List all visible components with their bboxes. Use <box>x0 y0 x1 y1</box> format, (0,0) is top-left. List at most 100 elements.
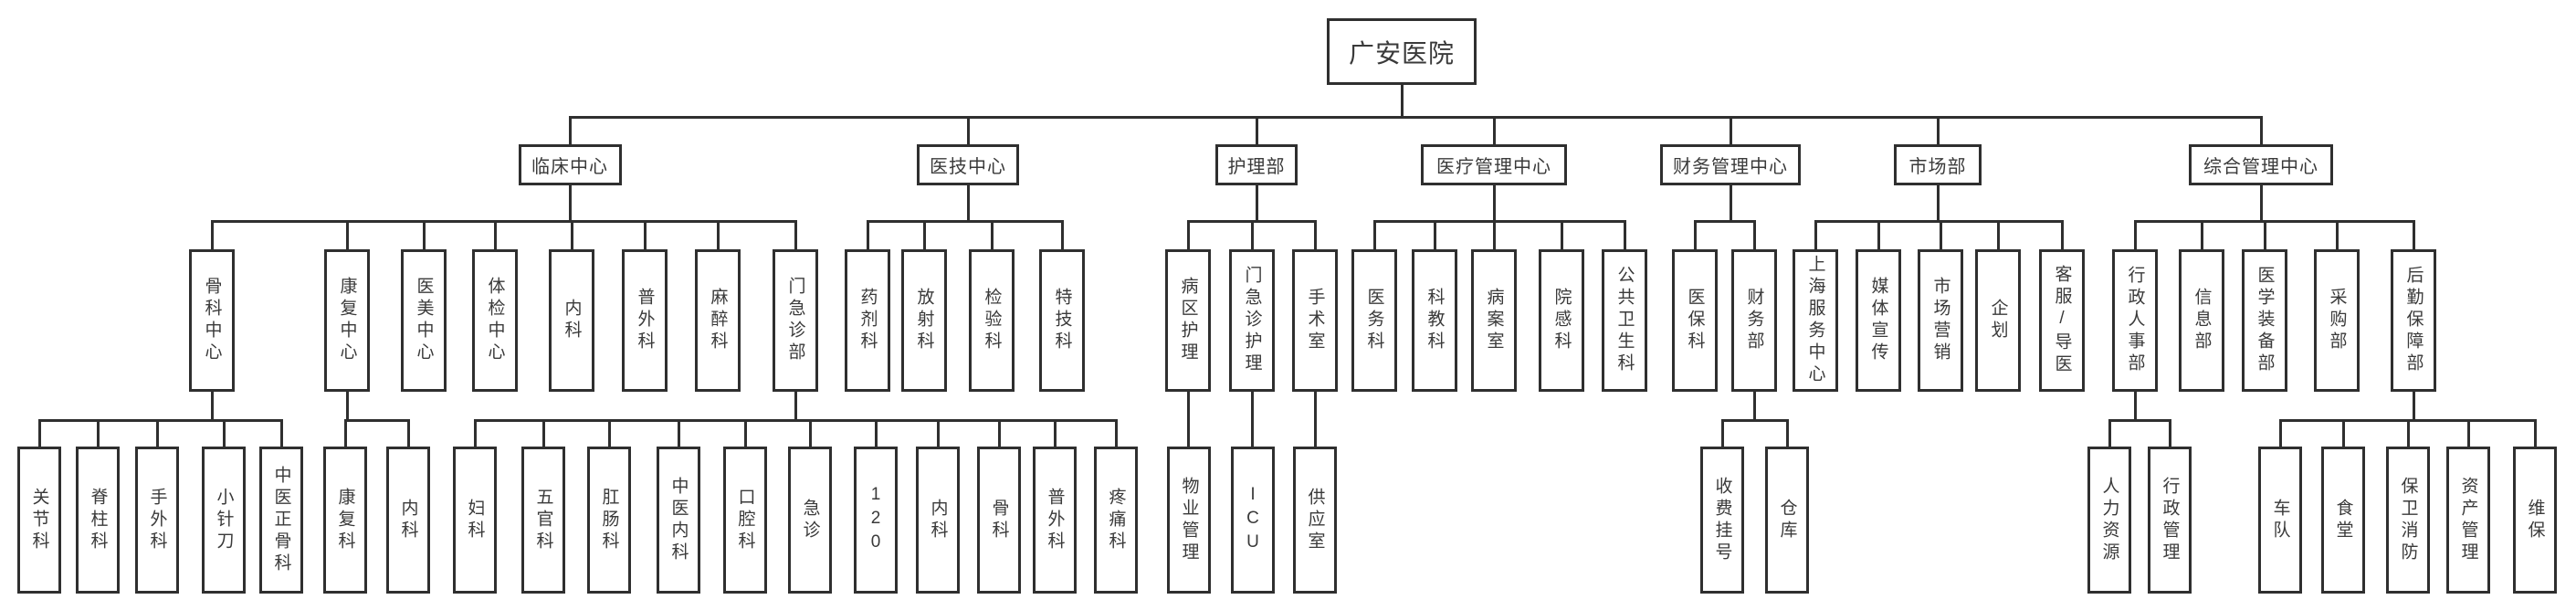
connector-line <box>96 420 100 447</box>
org-node-label: 急诊 <box>800 498 820 542</box>
org-node-procurement-dept: 采购部 <box>2314 249 2360 392</box>
connector-line <box>155 420 159 447</box>
org-node-label: 放射科 <box>914 288 934 353</box>
org-node-label: 骨科 <box>989 498 1009 542</box>
org-node-label: 临床中心 <box>531 157 608 177</box>
org-node-label: 科教科 <box>1425 288 1445 353</box>
org-node-market-marketing: 市场营销 <box>1918 249 1963 392</box>
org-node-pain-dept: 疼痛科 <box>1094 447 1138 594</box>
org-node-finance-dept: 财务部 <box>1731 249 1777 392</box>
connector-line <box>743 420 747 447</box>
org-node-label: 骨科中心 <box>202 277 222 364</box>
org-node-asset-management: 资产管理 <box>2446 447 2490 594</box>
org-node-label: 病区护理 <box>1178 277 1198 364</box>
org-node-rehab-internal-medicine: 内科 <box>386 447 430 594</box>
connector-line <box>2060 221 2064 249</box>
connector-line <box>997 420 1001 447</box>
org-node-medical-equipment-dept: 医学装备部 <box>2242 249 2287 392</box>
org-node-security-fire-dept: 保卫消防 <box>2386 447 2430 594</box>
connector-line <box>2259 117 2263 144</box>
connector-line <box>570 221 573 249</box>
org-node-label: 病案室 <box>1484 288 1504 353</box>
connector-line <box>1693 221 1697 249</box>
org-node-label: 医务科 <box>1364 288 1384 353</box>
org-node-ent-dept: 五官科 <box>521 447 565 594</box>
connector-line <box>568 185 572 221</box>
org-node-label: 内科 <box>398 498 418 542</box>
org-node-label: 脊柱科 <box>88 487 108 553</box>
connector-line <box>1560 221 1563 249</box>
org-node-label: 财务部 <box>1744 288 1764 353</box>
connector-line <box>2133 392 2137 420</box>
org-node-label: 普外科 <box>1045 487 1065 553</box>
connector-line <box>1693 219 1756 223</box>
org-node-icu: ICU <box>1231 447 1275 594</box>
connector-line <box>2335 221 2339 249</box>
org-node-label: ICU <box>1243 484 1263 556</box>
connector-line <box>1623 221 1626 249</box>
org-node-medical-affairs-dept: 医务科 <box>1351 249 1397 392</box>
org-node-special-tech-dept: 特技科 <box>1039 249 1085 392</box>
org-node-medtech-center: 医技中心 <box>917 144 1019 185</box>
connector-line <box>2108 420 2111 447</box>
connector-line <box>406 420 410 447</box>
connector-line <box>794 392 797 420</box>
connector-line <box>37 418 283 422</box>
org-node-label: 综合管理中心 <box>2203 157 2318 177</box>
org-node-label: 公共卫生科 <box>1614 266 1635 375</box>
org-node-public-health-dept: 公共卫生科 <box>1602 249 1647 392</box>
org-node-label: 维保 <box>2525 498 2545 542</box>
connector-line <box>343 420 347 447</box>
org-node-label: 保卫消防 <box>2398 476 2418 564</box>
org-node-label: 小针刀 <box>214 487 234 553</box>
org-node-label: 食堂 <box>2333 498 2353 542</box>
connector-line <box>607 420 611 447</box>
connector-line <box>1492 185 1496 221</box>
org-node-outpatient-emergency-dept: 门急诊部 <box>773 249 818 392</box>
org-node-finance-admin-center: 财务管理中心 <box>1660 144 1801 185</box>
connector-line <box>808 420 812 447</box>
org-node-label: 信息部 <box>2192 288 2212 353</box>
org-node-label: 上海服务中心 <box>1805 255 1825 386</box>
org-node-label: 麻醉科 <box>708 288 728 353</box>
org-node-medical-admin-center: 医疗管理中心 <box>1421 144 1567 185</box>
connector-line <box>1053 420 1057 447</box>
connector-line <box>2133 219 2415 223</box>
connector-line <box>874 420 878 447</box>
org-node-label: 企划 <box>1988 299 2008 342</box>
org-node-label: 客服/导医 <box>2052 265 2072 376</box>
org-node-spine-dept: 脊柱科 <box>76 447 120 594</box>
org-node-label: 收费挂号 <box>1712 476 1732 564</box>
org-node-canteen: 食堂 <box>2321 447 2365 594</box>
org-node-label: 行政人事部 <box>2125 266 2145 375</box>
org-node-label: 特技科 <box>1052 288 1072 353</box>
org-node-guangan-hospital: 广安医院 <box>1327 18 1477 85</box>
org-node-label: 资产管理 <box>2458 476 2478 564</box>
connector-line <box>493 221 497 249</box>
org-node-label: 后勤保障部 <box>2403 266 2424 375</box>
connector-line <box>1752 392 1756 420</box>
org-node-physical-exam-center: 体检中心 <box>472 249 518 392</box>
org-node-radiology-dept: 放射科 <box>901 249 947 392</box>
org-node-label: 内科 <box>562 299 582 342</box>
org-node-media-publicity: 媒体宣传 <box>1856 249 1901 392</box>
connector-line <box>1114 420 1118 447</box>
org-node-label: 医疗管理中心 <box>1436 157 1551 177</box>
connector-line <box>1720 420 1724 447</box>
connector-line <box>473 420 477 447</box>
connector-line <box>1752 221 1756 249</box>
connector-line <box>210 219 797 223</box>
connector-line <box>922 221 926 249</box>
connector-line <box>2533 420 2537 447</box>
org-node-medical-records-room: 病案室 <box>1471 249 1517 392</box>
org-node-planning: 企划 <box>1975 249 2021 392</box>
connector-line <box>2341 420 2345 447</box>
connector-line <box>1313 392 1317 447</box>
connector-line <box>222 420 226 447</box>
org-node-rehab-dept: 康复科 <box>323 447 367 594</box>
connector-line <box>1372 221 1376 249</box>
org-node-admin-management: 行政管理 <box>2148 447 2192 594</box>
org-node-label: 中医内科 <box>668 476 689 564</box>
connector-line <box>1313 221 1317 249</box>
org-node-label: 医学装备部 <box>2255 266 2275 375</box>
